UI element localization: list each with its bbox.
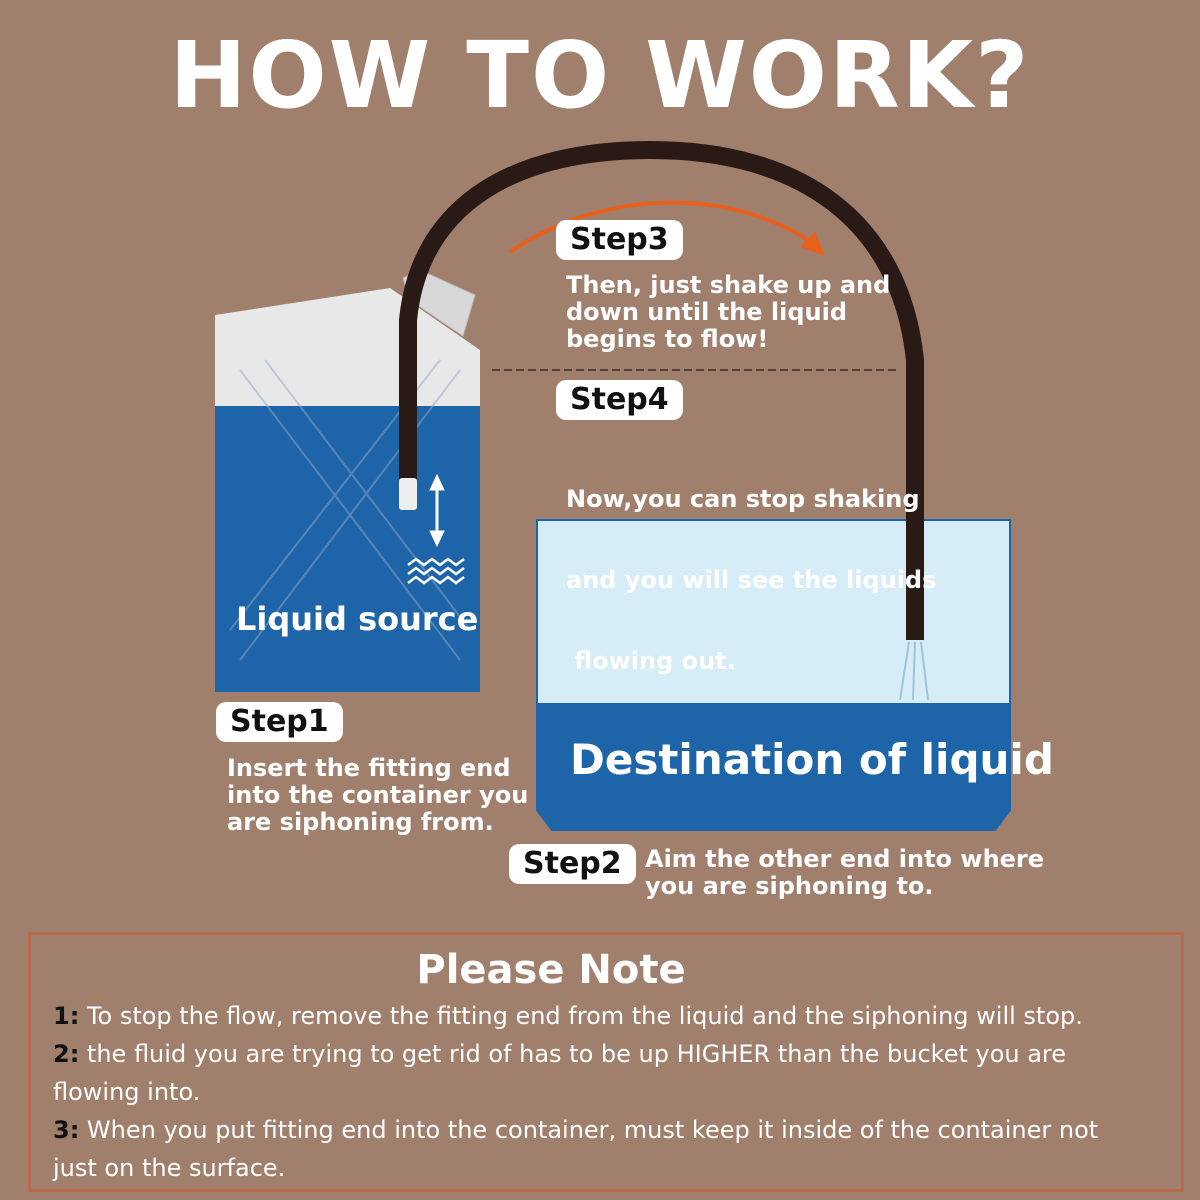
destination-label: Destination of liquid [570,735,1054,784]
flow-streaks [899,641,929,701]
step1-description: Insert the fitting end into the containe… [227,754,529,836]
step3-badge: Step3 [556,220,683,260]
arrow-head [800,232,825,256]
step4-description: Now,you can stop shaking and you will se… [566,485,937,675]
note-item-2: 2: the fluid you are trying to get rid o… [53,1040,1067,1106]
fitting-end [399,478,417,510]
page-title: HOW TO WORK? [169,22,1031,129]
destination-bucket [536,519,1011,831]
note-box: Please Note 1: To stop the flow, remove … [28,932,1184,1192]
note-item-3: 3: When you put fitting end into the con… [53,1116,1099,1182]
siphon-tube [399,140,924,640]
step2-badge: Step2 [509,844,636,884]
note-item-1: 1: To stop the flow, remove the fitting … [53,1002,1083,1030]
step4-badge: Step4 [556,380,683,420]
shake-arrow [429,473,445,548]
step2-description: Aim the other end into where you are sip… [645,845,1045,900]
source-label: Liquid source [236,600,479,638]
step1-badge: Step1 [216,702,343,742]
wave-icon [407,557,465,585]
flow-direction-arrow [508,200,817,254]
note-title: Please Note [416,947,686,993]
step3-description: Then, just shake up and down until the l… [566,271,891,353]
